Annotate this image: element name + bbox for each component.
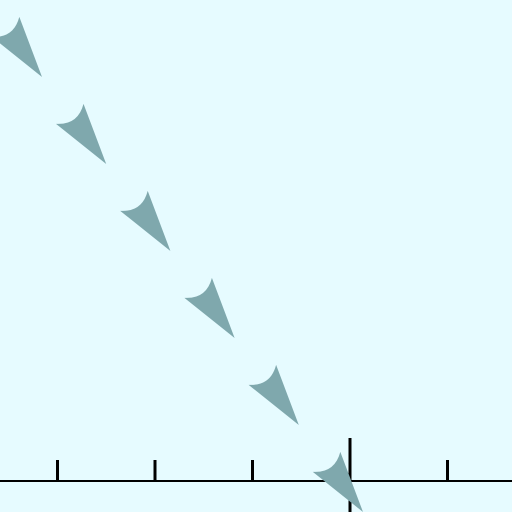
arrowhead-marker: [56, 103, 107, 164]
arrowhead-marker: [120, 190, 171, 251]
arrowhead-marker: [0, 16, 42, 77]
arrowhead-marker: [312, 451, 363, 512]
arrowhead-marker: [184, 277, 235, 338]
x-axis-ticks: [56, 460, 449, 481]
arrowhead-marker: [248, 364, 299, 425]
arrowhead-markers: [0, 16, 363, 512]
